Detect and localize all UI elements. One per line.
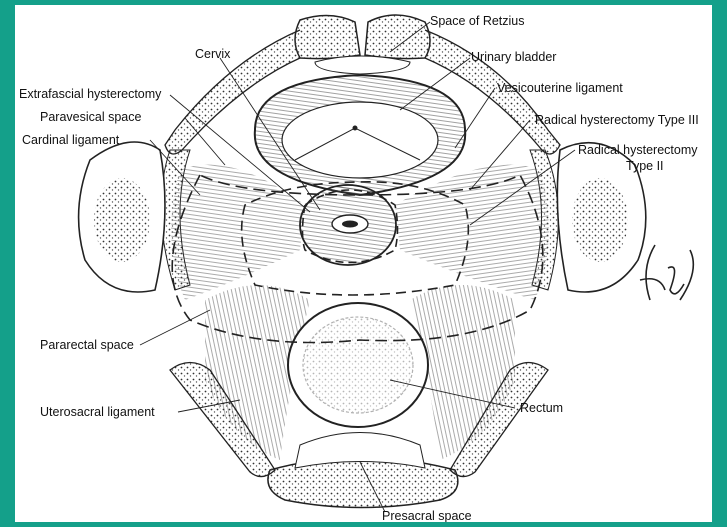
pelvic-anatomy-diagram: Space of Retzius Urinary bladder Cervix … xyxy=(15,5,712,522)
space-of-retzius-shape xyxy=(315,56,410,74)
label-cervix: Cervix xyxy=(195,47,231,61)
rectum-mucosa xyxy=(303,317,413,413)
label-radical-type-iii: Radical hysterectomy Type III xyxy=(535,113,699,127)
label-pararectal-space: Pararectal space xyxy=(40,338,134,352)
pubic-bone-right xyxy=(365,15,430,59)
label-presacral-space: Presacral space xyxy=(382,509,472,522)
bladder-ureteric-orifice xyxy=(353,126,358,131)
label-radical-type-ii-line1: Radical hysterectomy xyxy=(578,143,698,157)
pubic-bone-left xyxy=(295,15,360,58)
femoral-head-right-marrow xyxy=(572,178,628,262)
cervix-canal-inner xyxy=(342,221,358,228)
label-paravesical-space: Paravesical space xyxy=(40,110,141,124)
artist-signature xyxy=(640,245,693,300)
diagram-panel: Space of Retzius Urinary bladder Cervix … xyxy=(15,5,712,522)
label-vesicouterine-ligament: Vesicouterine ligament xyxy=(497,81,623,95)
urinary-bladder-lumen xyxy=(282,102,438,178)
label-radical-type-ii-line2: Type II xyxy=(626,159,664,173)
label-urinary-bladder: Urinary bladder xyxy=(471,50,556,64)
label-cardinal-ligament: Cardinal ligament xyxy=(22,133,120,147)
femoral-head-left-marrow xyxy=(94,178,150,262)
label-extrafascial-hysterectomy: Extrafascial hysterectomy xyxy=(19,87,162,101)
label-space-of-retzius: Space of Retzius xyxy=(430,14,525,28)
label-rectum: Rectum xyxy=(520,401,563,415)
label-uterosacral-ligament: Uterosacral ligament xyxy=(40,405,155,419)
